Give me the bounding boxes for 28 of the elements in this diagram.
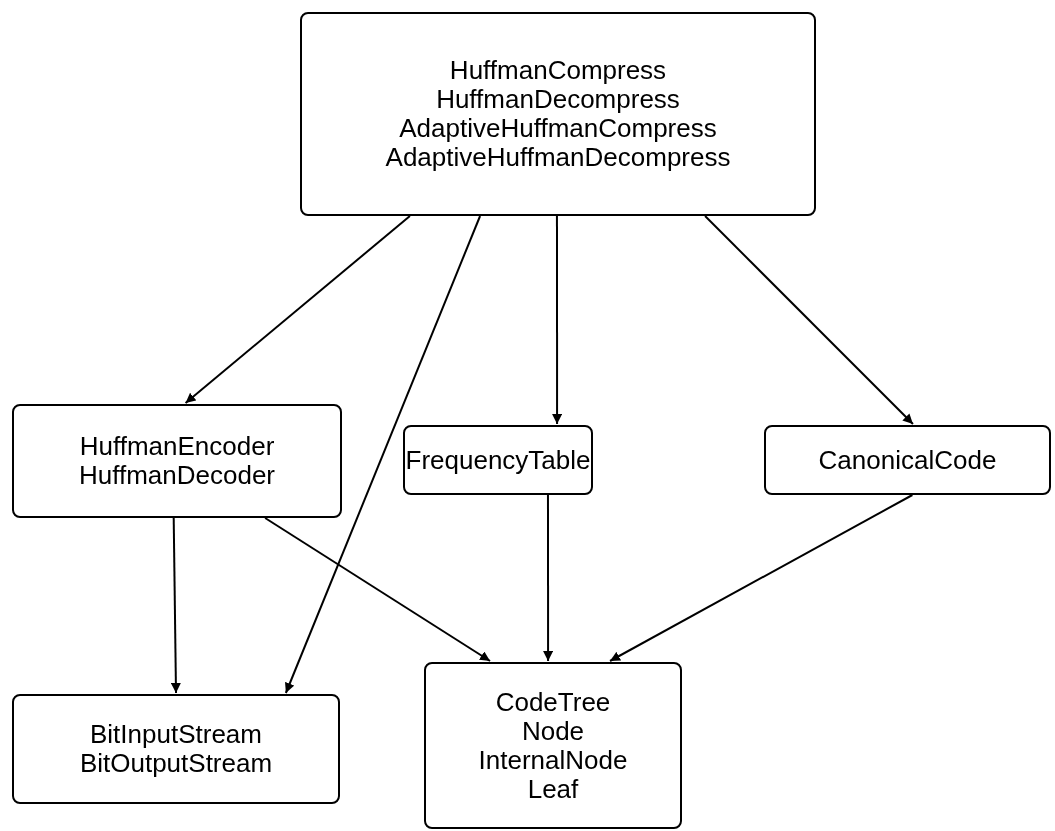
class-name: HuffmanDecompress xyxy=(436,85,680,114)
class-name: CanonicalCode xyxy=(818,445,997,475)
class-name: HuffmanDecoder xyxy=(78,461,276,490)
arrow xyxy=(543,494,554,662)
class-box xyxy=(403,425,593,495)
arrow xyxy=(170,517,181,694)
class-box xyxy=(12,694,340,804)
class-name: AdaptiveHuffmanCompress xyxy=(399,114,717,143)
class-name: HuffmanCompress xyxy=(449,56,667,85)
class-box xyxy=(12,404,342,518)
class-name: InternalNode xyxy=(478,745,628,775)
class-name: Leaf xyxy=(527,774,579,804)
class-name: Node xyxy=(521,716,585,746)
class-name: AdaptiveHuffmanDecompress xyxy=(385,143,731,172)
class-box xyxy=(424,662,682,829)
class-name: CodeTree xyxy=(495,687,611,717)
class-box xyxy=(764,425,1051,495)
arrow xyxy=(609,494,914,662)
class-name: FrequencyTable xyxy=(405,445,591,475)
arrow xyxy=(552,215,563,425)
class-name: BitOutputStream xyxy=(79,749,273,778)
arrow xyxy=(704,215,914,425)
arrow xyxy=(284,215,482,694)
arrow xyxy=(264,517,492,662)
class-name: HuffmanEncoder xyxy=(79,432,275,461)
class-name: BitInputStream xyxy=(90,720,262,749)
arrow xyxy=(184,215,411,404)
class-box xyxy=(300,12,816,216)
